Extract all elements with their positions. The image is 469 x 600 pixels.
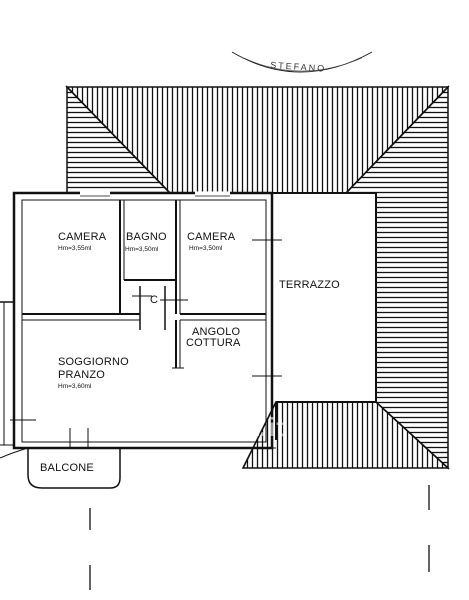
soggiorno-height: Hm=3,60ml xyxy=(58,383,92,390)
dashed-lines xyxy=(89,485,430,590)
camera2-height: Hm=3,50ml xyxy=(189,245,223,252)
camera1-name: CAMERA xyxy=(58,231,107,243)
balcone xyxy=(0,447,121,489)
camera2-name: CAMERA xyxy=(187,231,236,243)
bagno-name: BAGNO xyxy=(126,231,167,243)
terrazzo-name: TERRAZZO xyxy=(279,279,340,291)
watermark-text: casa.it xyxy=(198,412,286,442)
terrazzo-area xyxy=(270,192,377,440)
stamp: STEFANO xyxy=(231,51,373,74)
watermark: casa.it xyxy=(174,412,286,442)
camera1-height: Hm=3,55ml xyxy=(58,245,92,252)
room-labels: CAMERA Hm=3,55ml BAGNO Hm=3,50ml CAMERA … xyxy=(40,231,340,474)
angolo-line2: COTTURA xyxy=(186,337,241,349)
balcone-name: BALCONE xyxy=(40,462,94,474)
walls xyxy=(0,191,282,450)
closet-name: C xyxy=(150,294,158,306)
soggiorno-line1: SOGGIORNO xyxy=(58,356,129,368)
angolo-line1: ANGOLO xyxy=(192,326,241,338)
watermark-house-icon xyxy=(174,416,194,436)
bagno-height: Hm=3,50ml xyxy=(125,246,159,253)
soggiorno-line2: PRANZO xyxy=(58,369,105,381)
stamp-text: STEFANO xyxy=(270,60,327,74)
roof xyxy=(65,85,450,470)
